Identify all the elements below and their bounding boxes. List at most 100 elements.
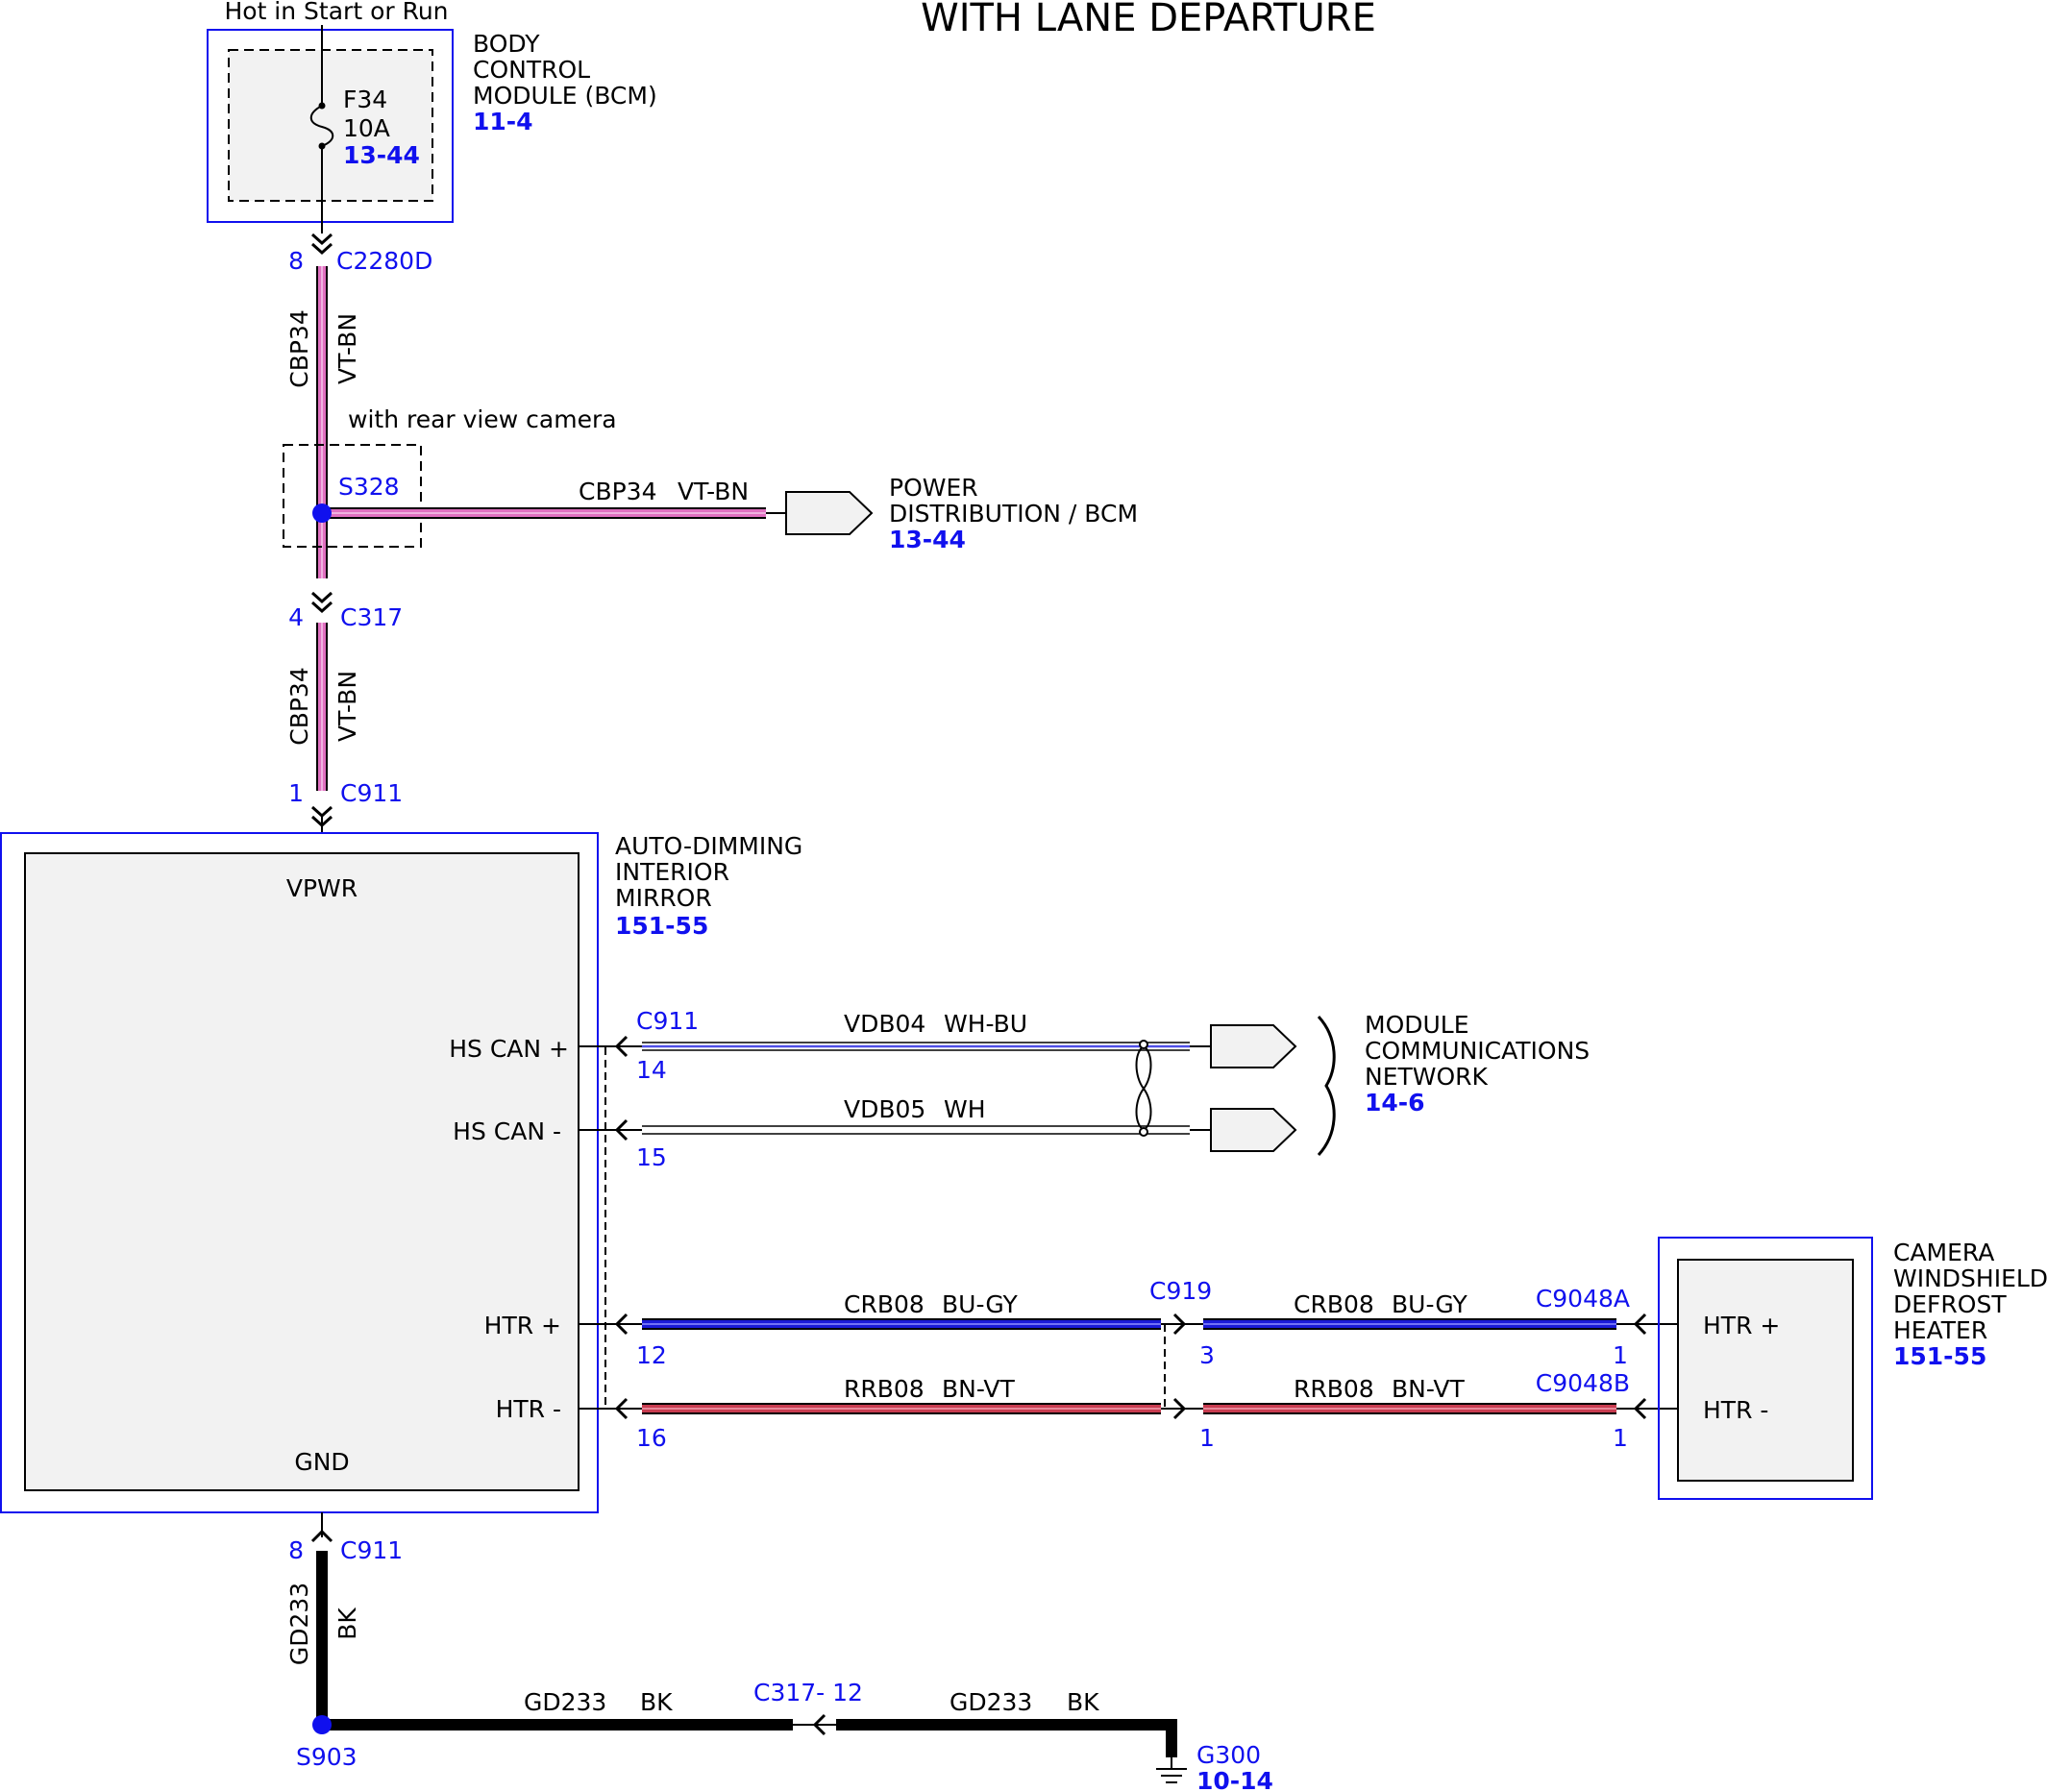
bcm-name-2: CONTROL xyxy=(473,56,590,84)
crb08-left-color: BU-GY xyxy=(942,1290,1019,1318)
c911-top-label: C911 xyxy=(340,779,403,807)
rrb08-right-color: BN-VT xyxy=(1392,1375,1466,1403)
gd233-vertical-circuit: GD233 xyxy=(285,1583,313,1665)
camera-pin-htr-minus: HTR - xyxy=(1703,1396,1768,1424)
fuse-ref: 13-44 xyxy=(343,141,420,169)
w1-color: VT-BN xyxy=(333,313,361,384)
wire-gd233-vertical xyxy=(316,1551,328,1724)
c317-pin: 4 xyxy=(288,603,304,631)
camera-windshield-defrost-heater: HTR + HTR - xyxy=(1658,1237,1873,1500)
c9048b-pin: 1 xyxy=(1613,1424,1628,1452)
supply-label: Hot in Start or Run xyxy=(224,0,448,25)
c911-pin-12: 12 xyxy=(636,1341,667,1369)
camera-name-3: DEFROST xyxy=(1893,1290,2007,1318)
connector-c2280d-arrow-icon xyxy=(310,233,333,255)
ground-g300-ref: 10-14 xyxy=(1196,1767,1273,1792)
wire-gd233-left xyxy=(322,1719,793,1731)
mirror-gnd-label: GND xyxy=(294,1448,349,1476)
wire-vdb04 xyxy=(642,1042,1190,1051)
c317-label: C317 xyxy=(340,603,403,631)
bcm-name-1: BODY xyxy=(473,30,540,58)
bcm-ref: 11-4 xyxy=(473,108,533,135)
c919-arrows xyxy=(1161,1313,1203,1420)
mirror-ref: 151-55 xyxy=(615,912,708,940)
auto-dimming-mirror: VPWR GND HS CAN + HS CAN - HTR + HTR - xyxy=(0,832,599,1513)
mirror-name-2: INTERIOR xyxy=(615,858,729,886)
ground-c911-arrow-icon xyxy=(310,1529,333,1543)
c317-12-arrow-icon xyxy=(812,1713,826,1736)
c9048a-label: C9048A xyxy=(1536,1285,1630,1313)
mirror-vpwr-label: VPWR xyxy=(286,874,358,902)
network-ref: 14-6 xyxy=(1365,1089,1425,1117)
c911-pin-14: 14 xyxy=(636,1056,667,1084)
c911-pin-15: 15 xyxy=(636,1143,667,1171)
wire-crb08-left xyxy=(642,1318,1161,1330)
branch-color: VT-BN xyxy=(678,478,749,505)
gd233-right-circuit: GD233 xyxy=(950,1688,1032,1716)
power-dist-ref: 13-44 xyxy=(889,526,966,553)
c317-12-label: C317- 12 xyxy=(753,1679,863,1706)
branch-circuit: CBP34 xyxy=(579,478,657,505)
gd233-left-circuit: GD233 xyxy=(524,1688,606,1716)
vdb05-circuit: VDB05 xyxy=(844,1095,925,1123)
can-lo-connector-icon xyxy=(1210,1108,1297,1152)
wire-gd233-right xyxy=(836,1719,1177,1731)
w2-circuit: CBP34 xyxy=(285,667,313,746)
power-dist-connector-icon xyxy=(785,491,874,535)
wire-cbp34-lower xyxy=(316,623,328,791)
c9048a-pin: 1 xyxy=(1613,1341,1628,1369)
c9048-arrows xyxy=(1616,1313,1678,1420)
crb08-right-color: BU-GY xyxy=(1392,1290,1468,1318)
splice-option-note: with rear view camera xyxy=(348,405,617,433)
power-dist-name-2: DISTRIBUTION / BCM xyxy=(889,500,1138,528)
crb08-right-circuit: CRB08 xyxy=(1294,1290,1374,1318)
wire-rrb08-left xyxy=(642,1403,1161,1414)
mirror-pin-hs-can-plus: HS CAN + xyxy=(449,1035,569,1063)
fuse-icon xyxy=(309,105,334,147)
splice-s328-label: S328 xyxy=(338,473,400,501)
splice-s903-label: S903 xyxy=(296,1743,358,1771)
gd233-left-color: BK xyxy=(640,1688,673,1716)
camera-name-1: CAMERA xyxy=(1893,1239,1994,1266)
c919-pin-3: 3 xyxy=(1199,1341,1215,1369)
camera-name-4: HEATER xyxy=(1893,1316,1987,1344)
network-name-1: MODULE xyxy=(1365,1011,1469,1039)
gd233-right-color: BK xyxy=(1067,1688,1099,1716)
ground-g300-icon xyxy=(1156,1757,1187,1783)
connector-c317-arrow-icon xyxy=(310,591,333,613)
fuse-name: F34 xyxy=(343,86,387,113)
c2280d-pin: 8 xyxy=(288,247,304,275)
vdb04-color: WH-BU xyxy=(944,1010,1027,1038)
diagram-title: WITH LANE DEPARTURE xyxy=(921,0,1376,40)
c911-top-pin: 1 xyxy=(288,779,304,807)
mirror-pin-hs-can-minus: HS CAN - xyxy=(453,1117,561,1145)
can-hi-connector-icon xyxy=(1210,1024,1297,1068)
network-brace-icon xyxy=(1317,1015,1336,1157)
c911-side-arrows xyxy=(579,1035,642,1420)
mirror-name-1: AUTO-DIMMING xyxy=(615,832,802,860)
mirror-name-3: MIRROR xyxy=(615,884,712,912)
c911-pin-16: 16 xyxy=(636,1424,667,1452)
wire-cbp34-upper xyxy=(316,266,328,578)
wire-vdb05 xyxy=(642,1125,1190,1135)
mirror-pin-htr-minus: HTR - xyxy=(496,1395,561,1423)
body-control-module: Hot in Start or Run F34 10A 13-44 BODY C… xyxy=(207,0,657,233)
c9048b-label: C9048B xyxy=(1536,1369,1630,1397)
wire-rrb08-right xyxy=(1203,1403,1616,1414)
splice-s328-dot xyxy=(312,503,332,523)
network-name-3: NETWORK xyxy=(1365,1063,1489,1091)
rrb08-left-color: BN-VT xyxy=(942,1375,1016,1403)
bcm-name-3: MODULE (BCM) xyxy=(473,82,657,110)
twisted-pair-icon xyxy=(1135,1045,1152,1131)
c2280d-label: C2280D xyxy=(336,247,432,275)
c919-label: C919 xyxy=(1149,1277,1212,1305)
vdb05-color: WH xyxy=(944,1095,986,1123)
wire-cbp34-branch xyxy=(322,507,766,519)
ground-c911-pin: 8 xyxy=(288,1536,304,1564)
optional-splice-box xyxy=(283,444,422,548)
gd233-vertical-color: BK xyxy=(333,1608,361,1640)
rrb08-right-circuit: RRB08 xyxy=(1294,1375,1374,1403)
fuse-rating: 10A xyxy=(343,114,390,142)
c919-pin-1: 1 xyxy=(1199,1424,1215,1452)
